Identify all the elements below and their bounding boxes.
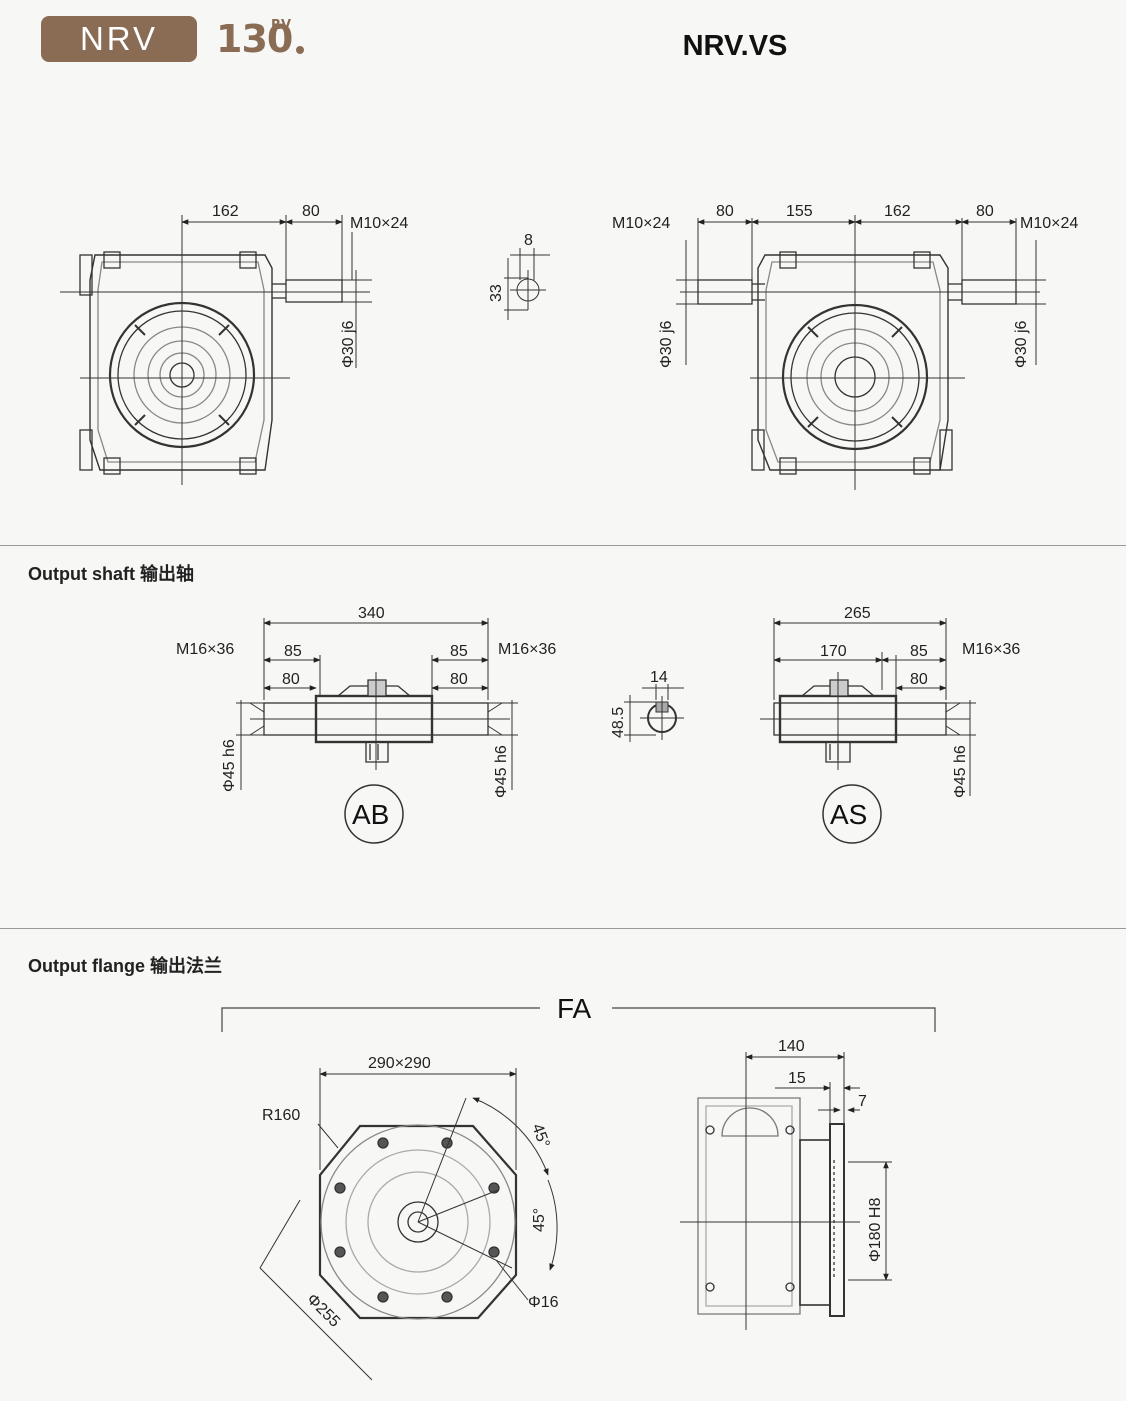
key-height: 48.5 [610, 707, 627, 738]
dim-80-right: 80 [976, 203, 994, 220]
gearbox-front-view-right [680, 215, 1040, 490]
dimensions-as [773, 618, 976, 844]
dim-85-right: 85 [450, 643, 468, 660]
dim-170: 170 [820, 643, 847, 660]
flange-square-size: 290×290 [368, 1055, 431, 1072]
key-detail-top [504, 248, 550, 320]
thread-label-right: M16×36 [498, 641, 556, 658]
dim-80-right: 80 [450, 671, 468, 688]
model-number: 130 [216, 17, 293, 61]
key-width: 8 [524, 232, 533, 249]
shaft-diameter-left: Φ45 h6 [221, 739, 238, 792]
dim-265: 265 [844, 605, 871, 622]
dimensions-left-view [181, 215, 372, 368]
dim-340: 340 [358, 605, 385, 622]
flange-variant-label: FA [557, 993, 592, 1024]
brand-dot-icon [296, 46, 304, 54]
fa-bracket [221, 1007, 936, 1032]
dim-140: 140 [778, 1038, 805, 1055]
key-detail-shaft [624, 684, 684, 742]
dim-7: 7 [858, 1093, 867, 1110]
shaft-diameter-right: Φ30 j6 [1013, 320, 1030, 368]
dim-162: 162 [884, 203, 911, 220]
shaft-diameter-left: Φ30 j6 [658, 320, 675, 368]
dimensions-ab [236, 618, 518, 844]
dim-80-left: 80 [716, 203, 734, 220]
shaft-as-drawing [760, 672, 970, 770]
thread-label-left: M16×36 [176, 641, 234, 658]
thread-label-right: M10×24 [1020, 215, 1078, 232]
dim-85-left: 85 [284, 643, 302, 660]
angle-label-2: 45° [531, 1208, 548, 1232]
dim-80: 80 [910, 671, 928, 688]
shaft-diameter: Φ45 h6 [952, 745, 969, 798]
dim-80-left: 80 [282, 671, 300, 688]
dimensions-right-view [676, 215, 1046, 365]
section-title-output-shaft: Output shaft 输出轴 [28, 564, 194, 584]
section-divider [0, 928, 1126, 929]
flange-side-dimensions [745, 1052, 892, 1281]
key-width: 14 [650, 669, 668, 686]
thread-label-left: M10×24 [612, 215, 670, 232]
flange-front-view [259, 1097, 558, 1381]
section-divider [0, 545, 1126, 546]
flange-front-dimensions [317, 1068, 517, 1170]
dim-155: 155 [786, 203, 813, 220]
dim-15: 15 [788, 1070, 806, 1087]
flange-corner-radius: R160 [262, 1107, 300, 1124]
section-title-output-flange: Output flange 输出法兰 [28, 956, 222, 976]
brand-badge: NRV [41, 16, 197, 62]
spigot-diameter: Φ180 H8 [867, 1198, 884, 1262]
variant-label-as: AS [830, 799, 867, 830]
angle-label-1: 45° [528, 1122, 552, 1151]
flange-side-view [680, 1082, 860, 1330]
thread-label: M16×36 [962, 641, 1020, 658]
shaft-ab-drawing [249, 672, 510, 770]
model-suffix: RV [271, 18, 292, 33]
dim-162: 162 [212, 203, 239, 220]
key-height: 33 [488, 284, 505, 302]
page-title: NRV.VS [682, 30, 788, 62]
dim-80: 80 [302, 203, 320, 220]
flange-pcd: Φ255 [303, 1291, 343, 1331]
flange-hole-diameter: Φ16 [528, 1294, 559, 1311]
variant-label-ab: AB [352, 799, 389, 830]
shaft-diameter-label: Φ30 j6 [340, 320, 357, 368]
gearbox-front-view-left [60, 215, 370, 485]
shaft-diameter-right: Φ45 h6 [493, 745, 510, 798]
thread-label: M10×24 [350, 215, 408, 232]
dim-85: 85 [910, 643, 928, 660]
